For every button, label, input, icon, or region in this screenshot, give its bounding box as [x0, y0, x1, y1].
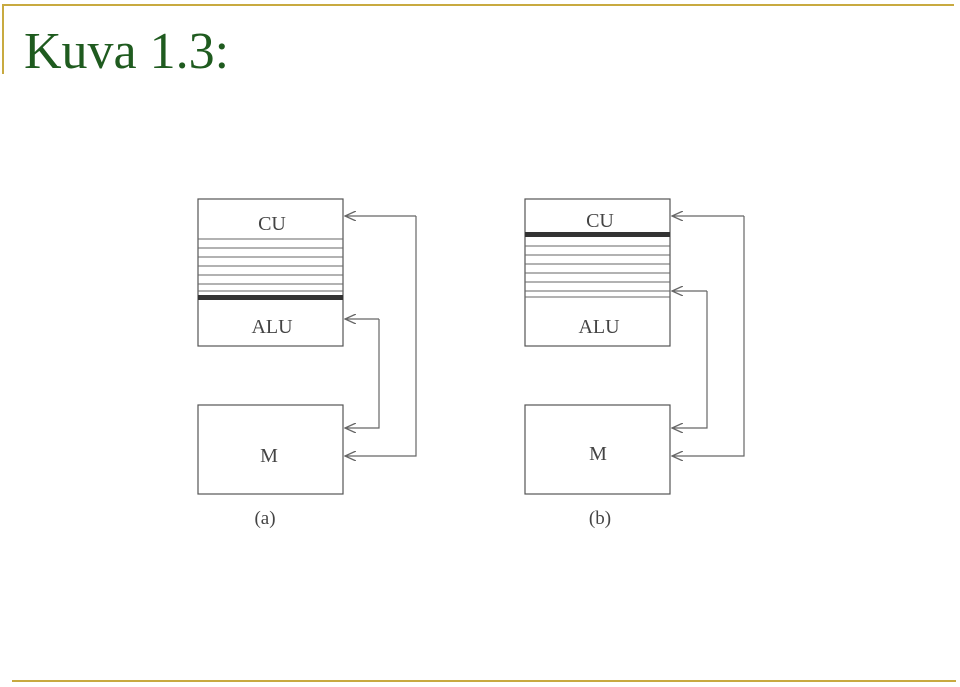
- top-accent-rule: [2, 4, 954, 6]
- panel-a-cu-label: CU: [258, 213, 286, 235]
- panel-b-cu-label: CU: [586, 210, 614, 232]
- panel-a-memory-block: [197, 404, 344, 495]
- panel-a-caption: (a): [254, 508, 275, 529]
- panel-a-alu-memory-link: [345, 319, 380, 428]
- panel-b-caption: (b): [589, 508, 611, 529]
- panel-b-alu-label: ALU: [578, 316, 620, 338]
- panel-b-highlighted-register: [525, 232, 670, 237]
- panel-a-cpu-block: [197, 198, 344, 347]
- panel-a-register-lines: [198, 238, 343, 292]
- panel-a-highlighted-register: [198, 295, 343, 300]
- panel-a-memory-label: M: [260, 445, 278, 467]
- slide-title: Kuva 1.3:: [24, 23, 230, 80]
- panel-b-register-lines: [525, 245, 670, 298]
- panel-b-cu-memory-link: [672, 216, 745, 456]
- panel-b-memory-label: M: [589, 443, 607, 465]
- panel-a: CU ALU M (a): [197, 198, 417, 529]
- panel-a-cu-memory-link: [345, 216, 417, 456]
- panel-b-register-memory-link: [672, 291, 708, 428]
- panel-b-memory-block: [524, 404, 671, 495]
- left-accent-rule: [2, 4, 4, 74]
- panel-b: CU ALU M (b): [524, 198, 745, 529]
- panel-a-alu-label: ALU: [251, 316, 293, 338]
- bottom-accent-rule: [12, 680, 956, 682]
